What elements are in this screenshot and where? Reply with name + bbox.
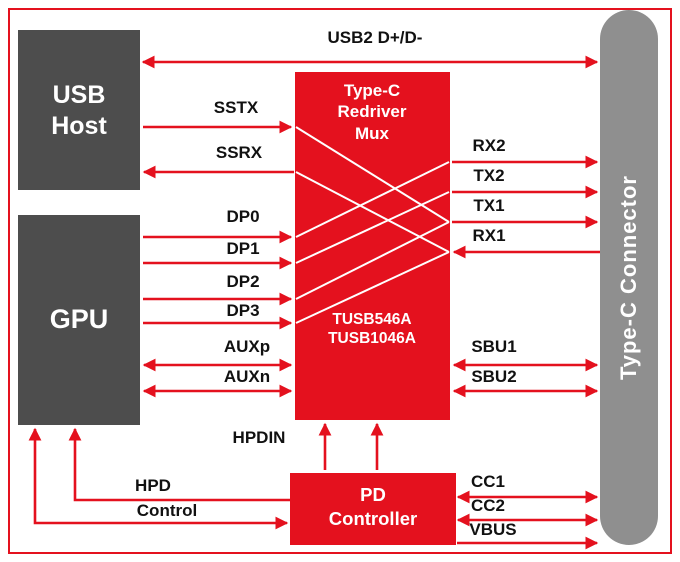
label-sstx: SSTX	[213, 98, 259, 117]
diagram-border-frame	[8, 8, 672, 554]
label-rx1: RX1	[472, 226, 506, 245]
label-usb2: USB2 D+/D-	[327, 28, 423, 47]
type-c-connector-box: Type-C Connector	[600, 10, 658, 545]
pd-controller-box	[290, 473, 456, 545]
usb-host-box	[18, 30, 140, 190]
label-hpd: HPD	[135, 476, 171, 495]
label-rx2: RX2	[472, 136, 506, 155]
mux-part-numbers-label: TUSB546A TUSB1046A	[328, 311, 416, 348]
label-dp0: DP0	[226, 207, 260, 226]
label-tx2: TX2	[473, 166, 505, 185]
label-ssrx: SSRX	[215, 143, 263, 162]
label-cc2: CC2	[470, 496, 506, 515]
label-hpdin: HPDIN	[232, 428, 286, 447]
gpu-label: GPU	[49, 304, 109, 334]
usb-host-label: USB Host	[51, 81, 107, 141]
mux-title-label: Type-C Redriver Mux	[337, 81, 407, 143]
label-tx1: TX1	[473, 196, 505, 215]
label-dp3: DP3	[226, 301, 260, 320]
label-cc1: CC1	[470, 472, 506, 491]
label-control: Control	[136, 501, 198, 520]
gpu-box	[18, 215, 140, 425]
label-dp1: DP1	[226, 239, 260, 258]
label-vbus: VBUS	[469, 520, 517, 539]
pd-controller-label: PD Controller	[328, 484, 418, 530]
label-dp2: DP2	[226, 272, 260, 291]
type-c-connector-label: Type-C Connector	[616, 174, 641, 381]
label-auxp: AUXp	[223, 337, 271, 356]
label-sbu1: SBU1	[471, 337, 517, 356]
label-auxn: AUXn	[223, 367, 271, 386]
label-sbu2: SBU2	[471, 367, 517, 386]
